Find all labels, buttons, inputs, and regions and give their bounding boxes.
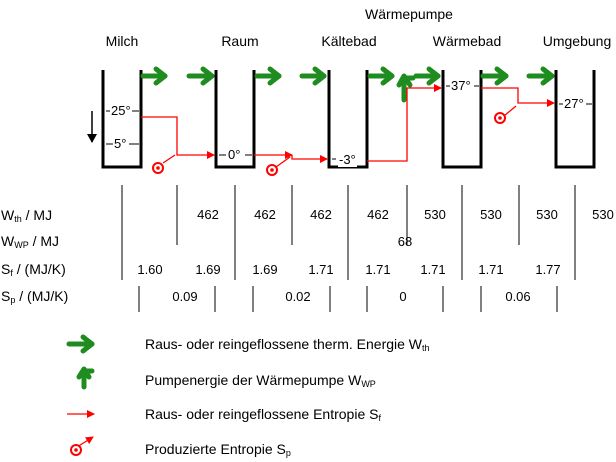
entropy-produced-warm: [503, 105, 517, 117]
wth-value: 462: [367, 207, 389, 222]
column-room: Raum: [221, 33, 259, 49]
energy-arrow-7: [480, 66, 509, 86]
legend-pump-icon: [76, 366, 95, 390]
sf-value: 1.69: [252, 262, 278, 277]
entropy-produced-milk: [162, 154, 176, 164]
container-room: [214, 70, 256, 169]
sp-value: 0: [399, 289, 407, 304]
energy-arrow-1: [140, 66, 168, 86]
entropy-flow-room-cold-2: [291, 155, 328, 163]
wth-value: 530: [592, 207, 614, 222]
wth-value: 462: [197, 207, 219, 222]
row-label-wth: Wth / MJ: [1, 207, 53, 224]
container-environment: [554, 70, 596, 169]
energy-arrow-5: [367, 66, 395, 86]
row-label-sf: Sf / (MJ/K): [1, 261, 66, 278]
pump-energy-arrow: [396, 73, 416, 103]
temp-room: 0°: [227, 147, 242, 162]
legend-pump-label: Pumpenergie der Wärmepumpe WWP: [145, 372, 376, 389]
sf-value: 1.71: [478, 262, 504, 277]
temp-milk-low: 5°: [113, 136, 128, 151]
container-warm-bath: [441, 70, 483, 169]
wth-value: 530: [424, 207, 446, 222]
temp-warm-bath: 37°: [450, 78, 472, 93]
wth-value: 462: [310, 207, 332, 222]
temp-environment: 27°: [563, 96, 585, 111]
wwp-value: 68: [397, 234, 413, 249]
temp-cold-bath: -3°: [338, 152, 357, 167]
sp-value: 0.09: [172, 289, 198, 304]
row-label-wwp: WWP / MJ: [1, 233, 60, 250]
wth-value: 530: [536, 207, 558, 222]
legend-energy-icon: [66, 334, 95, 354]
column-environment: Umgebung: [542, 33, 612, 49]
group-heat-pump: Wärmepumpe: [365, 6, 453, 22]
row-label-sp: Sp / (MJ/K): [1, 288, 69, 305]
temp-milk-high: 25°: [110, 103, 132, 118]
sf-value: 1.71: [365, 262, 391, 277]
entropy-flow-warm-env: [481, 87, 555, 107]
column-milk: Milch: [105, 33, 139, 49]
entropy-flow-milk-room: [141, 116, 215, 159]
energy-arrow-8: [526, 66, 555, 86]
energy-arrow-4: [299, 66, 327, 86]
container-milk: [101, 70, 143, 169]
entropy-flow-cold-warm: [367, 84, 442, 162]
entropy-produced-room: [275, 156, 291, 168]
column-cold-bath: Kältebad: [321, 33, 377, 49]
sp-value: 0.06: [505, 289, 531, 304]
column-warm-bath: Wärmebad: [432, 33, 502, 49]
sf-value: 1.69: [195, 262, 221, 277]
sf-value: 1.71: [308, 262, 334, 277]
sf-value: 1.60: [137, 262, 163, 277]
wth-value: 462: [254, 207, 276, 222]
sp-value: 0.02: [285, 289, 311, 304]
legend-entropy-label: Raus- oder reingeflossene Entropie Sf: [145, 406, 381, 423]
legend-energy-label: Raus- oder reingeflossene therm. Energie…: [145, 336, 430, 353]
sf-value: 1.77: [535, 262, 561, 277]
energy-arrow-6: [413, 66, 441, 86]
legend-produced-entropy-icon: [70, 436, 94, 456]
wth-value: 530: [480, 207, 502, 222]
sf-value: 1.71: [420, 262, 446, 277]
legend-produced-entropy-label: Produzierte Entropie Sp: [145, 441, 291, 458]
container-cold-bath: [327, 70, 369, 169]
energy-arrow-2: [186, 66, 215, 86]
energy-arrow-3: [254, 66, 282, 86]
